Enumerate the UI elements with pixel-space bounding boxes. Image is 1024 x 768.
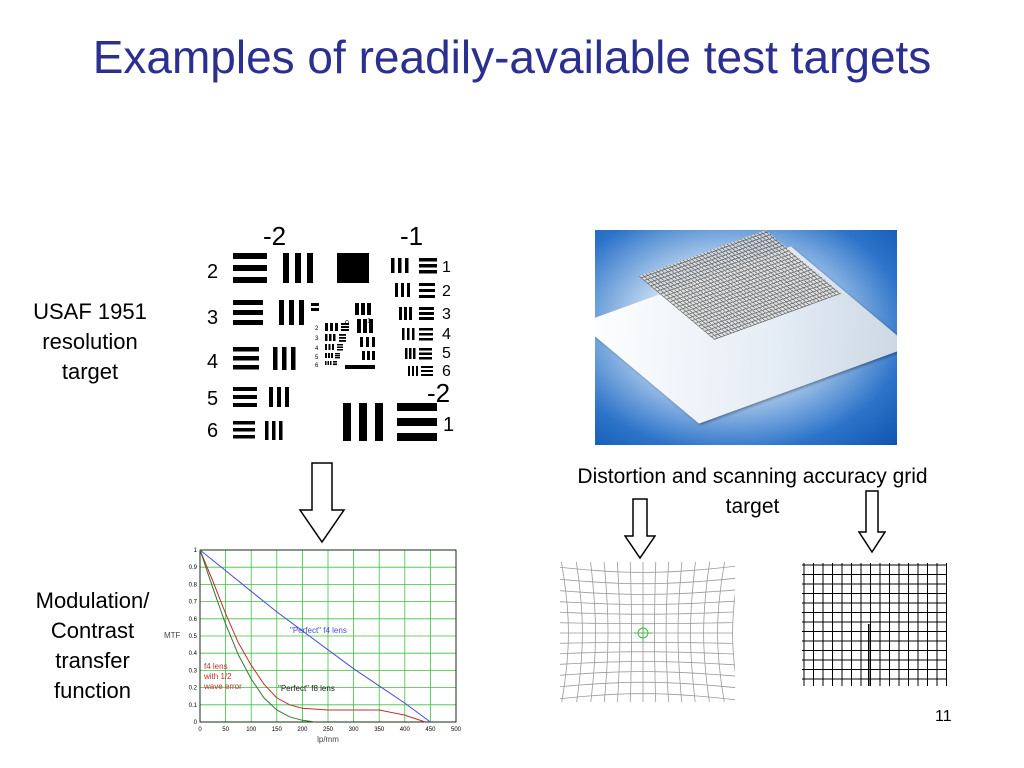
usaf-center-label: 3 [315, 336, 319, 342]
usaf-element-number: 5 [442, 345, 451, 362]
usaf-element-number: 3 [207, 307, 218, 329]
usaf-group-minus1-bars [391, 258, 437, 376]
y-tick-label: 0.8 [189, 582, 198, 588]
x-tick-label: 200 [297, 727, 308, 733]
grid-target-caption: Distortion and scanning accuracy grid ta… [577, 465, 928, 518]
usaf-element-4 [233, 347, 296, 370]
usaf-center-label: 5 [315, 355, 319, 361]
down-arrow-icon [858, 490, 886, 554]
usaf-center-groups [311, 303, 375, 369]
distorted-grid-line [690, 562, 696, 702]
usaf-element-3 [233, 300, 304, 325]
y-tick-label: 0.9 [189, 565, 198, 571]
usaf-center-label: 1 [367, 318, 371, 325]
distorted-grid-line [665, 562, 670, 702]
distorted-grid [560, 562, 735, 702]
x-tick-label: 150 [272, 727, 283, 733]
usaf-group-label: -2 [427, 378, 450, 408]
y-tick-label: 0.7 [189, 600, 198, 606]
y-tick-label: 0.4 [189, 651, 198, 657]
usaf-element-number: 5 [207, 388, 218, 410]
distorted-grid-line [560, 681, 735, 688]
regular-grid [802, 563, 947, 686]
distorted-grid-line [560, 611, 734, 615]
x-tick-label: 0 [198, 727, 202, 733]
distorted-grid-line [703, 562, 711, 702]
usaf-element-number: 6 [207, 420, 218, 442]
distorted-grid-line [560, 651, 734, 655]
down-arrow-icon [298, 462, 346, 544]
usaf-center-label: 0 [345, 320, 349, 327]
distorted-grid-line [560, 600, 735, 605]
down-arrow-icon [624, 498, 656, 560]
mtf-chart: 0 0.1 0.2 0.3 0.4 0.5 0.6 0.7 0.8 0.9 1 0 50 100 150 2… [164, 548, 462, 744]
annotation-perfect-f8: "Perfect" f8 lens [278, 684, 335, 693]
usaf-group-label: -1 [400, 221, 423, 251]
y-axis-label: MTF [164, 631, 181, 640]
x-tick-label: 450 [425, 727, 436, 733]
usaf-element-number: 2 [442, 283, 451, 300]
y-tick-label: 0.2 [189, 686, 198, 692]
y-tick-label: 0.5 [189, 634, 198, 640]
distorted-grid-line [560, 622, 733, 625]
x-tick-label: 100 [246, 727, 257, 733]
usaf-center-label: 6 [315, 363, 319, 369]
usaf-element-number: 3 [442, 306, 451, 323]
distorted-grid-line [590, 562, 596, 702]
x-tick-label: 500 [451, 727, 462, 733]
page-number: 11 [935, 708, 952, 725]
distorted-grid-line [560, 578, 735, 585]
series-line-2 [199, 549, 316, 723]
distorted-grid-line [561, 562, 569, 702]
y-tick-label: 0.6 [189, 617, 198, 623]
y-tick-label: 0.1 [189, 703, 198, 709]
usaf-element-number: 2 [207, 261, 218, 283]
series-line-0 [199, 549, 431, 723]
x-axis-label: lp/mm [317, 735, 339, 744]
usaf-caption: USAF 1951 resolution target [33, 299, 147, 384]
x-tick-label: 300 [349, 727, 360, 733]
distorted-grid-line [629, 562, 632, 702]
distorted-grid-line [575, 562, 583, 702]
y-tick-label: 0 [194, 720, 198, 726]
mtf-caption: Modulation/ Contrast transfer function [35, 588, 150, 703]
distorted-grid-line [560, 661, 735, 666]
usaf-element-number: 4 [207, 351, 218, 373]
x-tick-label: 250 [323, 727, 334, 733]
usaf-element-5 [233, 387, 289, 407]
usaf-element-number: 6 [442, 363, 451, 380]
usaf-element-number: 1 [443, 414, 454, 436]
grid-target-photo [595, 230, 897, 445]
x-tick-label: 400 [400, 727, 411, 733]
distorted-grid-line [560, 589, 735, 595]
annotation-f4-wave-error: f4 lens with 1/2 wave error [203, 662, 242, 691]
usaf-group-label: -2 [263, 221, 286, 251]
distorted-grid-line [717, 562, 725, 702]
y-tick-label: 0.3 [189, 668, 198, 674]
series-line-1 [199, 549, 426, 723]
x-tick-label: 350 [374, 727, 385, 733]
slide-title: Examples of readily-available test targe… [92, 31, 932, 83]
usaf-center-label: 2 [315, 326, 319, 332]
distorted-grid-line [560, 641, 733, 644]
distorted-grid-line [560, 671, 735, 677]
x-tick-label: 50 [222, 727, 229, 733]
usaf-1951-target: -2 -1 -2 2 3 4 5 6 1 2 3 4 5 6 1 2 3 4 5… [207, 221, 454, 442]
usaf-element-2 [233, 253, 369, 283]
distorted-grid-line [654, 562, 657, 702]
distorted-grid-line [677, 562, 683, 702]
usaf-center-label: 4 [315, 346, 319, 352]
usaf-element-6 [233, 421, 283, 440]
distorted-grid-line [560, 693, 735, 701]
usaf-group-minus2-element1 [343, 403, 437, 441]
usaf-element-number: 4 [442, 326, 451, 343]
distorted-grid-line [732, 592, 735, 674]
annotation-perfect-f4: "Perfect" f4 lens [290, 626, 347, 635]
y-tick-label: 1 [194, 548, 198, 554]
usaf-element-number: 1 [442, 259, 451, 276]
